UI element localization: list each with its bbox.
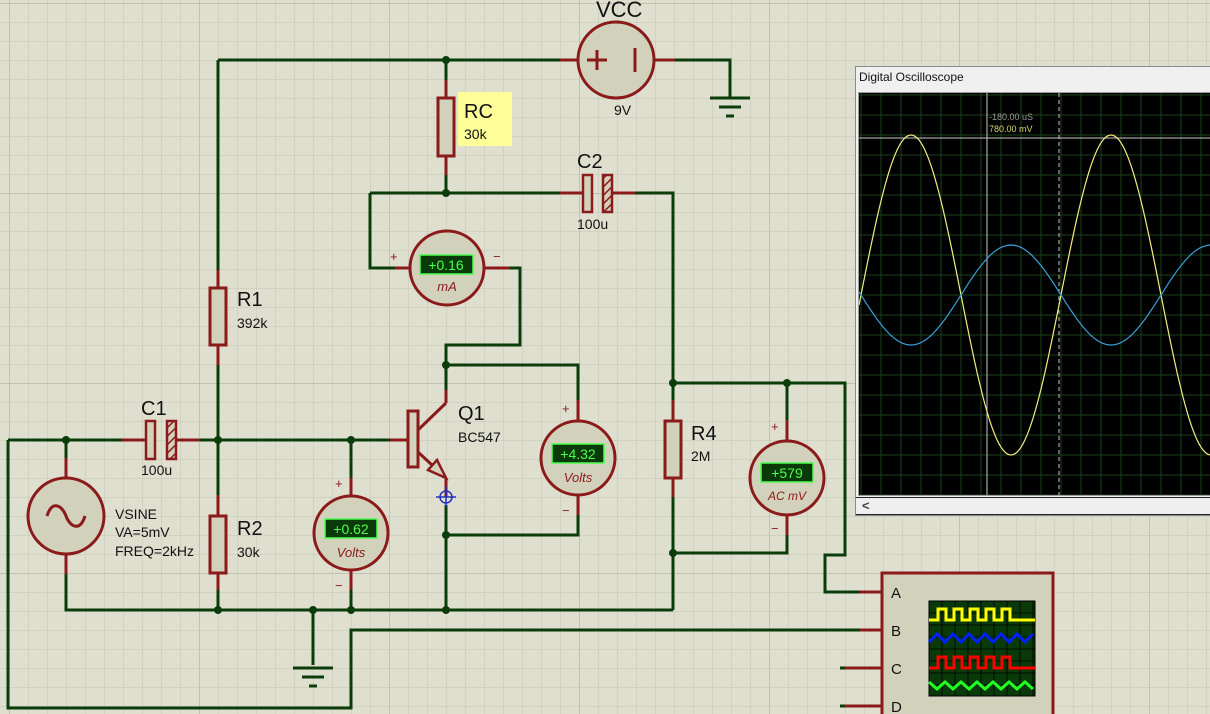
vce-unit: Volts (564, 470, 593, 485)
icon-trace-yellow (929, 607, 1035, 622)
scope-channel-d: D (891, 699, 902, 714)
vac-unit: AC mV (767, 489, 807, 503)
icon-trace-red (929, 655, 1035, 670)
oscilloscope-grid (859, 93, 1210, 496)
vbe-unit: Volts (337, 545, 366, 560)
c2-value: 100u (577, 216, 608, 232)
resistor-r4[interactable]: R4 2M (663, 400, 717, 497)
oscilloscope-title: Digital Oscilloscope (859, 70, 964, 84)
vcc-battery[interactable]: VCC 9V (560, 0, 675, 118)
ammeter-reading: +0.16 (428, 257, 464, 273)
oscilloscope-scrollbar[interactable]: < (856, 497, 1210, 515)
transistor-q1[interactable]: Q1 BC547 (390, 390, 501, 497)
ammeter-collector[interactable]: +0.16 mA + − (390, 229, 510, 307)
vac-reading: +579 (771, 465, 803, 481)
oscilloscope-screen[interactable]: -180.00 uS 780.00 mV (858, 92, 1210, 496)
vbe-minus: − (335, 578, 343, 593)
vac-plus: + (771, 419, 779, 434)
r1-label: R1 (237, 289, 263, 311)
q1-value: BC547 (458, 429, 501, 445)
r2-value: 30k (237, 544, 261, 560)
trace-channel-a (858, 134, 1210, 456)
vce-minus: − (562, 503, 570, 518)
cursor-voltage-readout: 780.00 mV (989, 124, 1033, 134)
ammeter-plus: + (390, 249, 398, 264)
ammeter-minus: − (493, 249, 501, 264)
vbe-plus: + (335, 476, 343, 491)
trace-channel-b (858, 244, 1210, 346)
sine-icon (45, 504, 87, 528)
oscilloscope-window[interactable]: Digital Oscilloscope -180.00 uS 780.00 m… (855, 66, 1210, 516)
vce-reading: +4.32 (560, 446, 596, 462)
scroll-left-arrow-icon[interactable]: < (862, 498, 870, 513)
vsine-amplitude: VA=5mV (115, 524, 170, 540)
scope-channel-c: C (891, 661, 902, 678)
ground-symbol-main (293, 666, 333, 688)
resistor-rc[interactable]: RC 30k (436, 80, 512, 175)
vsine-source[interactable]: VSINE VA=5mV FREQ=2kHz (26, 458, 194, 574)
vbe-reading: +0.62 (333, 521, 369, 537)
vce-plus: + (562, 401, 570, 416)
q1-label: Q1 (458, 403, 485, 425)
r1-value: 392k (237, 315, 268, 331)
c1-value: 100u (141, 462, 172, 478)
rc-label: RC (464, 101, 493, 123)
icon-trace-blue (927, 631, 1035, 645)
r2-label: R2 (237, 518, 263, 540)
cursor-time-readout: -180.00 uS (989, 112, 1033, 122)
resistor-r1[interactable]: R1 392k (208, 270, 268, 365)
scope-channel-a: A (891, 585, 901, 602)
vsine-label: VSINE (115, 506, 157, 522)
scope-icon-screen (927, 600, 1036, 697)
c1-label: C1 (141, 398, 167, 420)
icon-trace-green (928, 680, 1034, 691)
capacitor-c1[interactable]: C1 100u (122, 398, 200, 478)
rc-value: 30k (464, 126, 488, 142)
voltmeter-base[interactable]: +0.62 Volts + − (312, 476, 390, 593)
r4-value: 2M (691, 448, 710, 464)
resistor-r2[interactable]: R2 30k (208, 495, 263, 590)
ground-symbol-vcc (710, 96, 750, 118)
scope-channel-b: B (891, 623, 901, 640)
vcc-value: 9V (614, 102, 632, 118)
c2-label: C2 (577, 151, 603, 173)
oscilloscope-plot: -180.00 uS 780.00 mV (858, 93, 1210, 496)
capacitor-c2[interactable]: C2 100u (560, 151, 635, 232)
voltmeter-ac-output[interactable]: +579 AC mV + − (748, 419, 826, 536)
r4-label: R4 (691, 423, 717, 445)
vac-minus: − (771, 521, 779, 536)
probe-crosshair-icon[interactable] (436, 487, 456, 507)
rc-highlight (458, 92, 512, 146)
junctions (62, 56, 791, 614)
voltmeter-collector[interactable]: +4.32 Volts + − (539, 400, 617, 518)
ammeter-unit: mA (437, 279, 457, 294)
vsine-frequency: FREQ=2kHz (115, 543, 194, 559)
oscilloscope-symbol[interactable]: A B C D (845, 571, 1055, 714)
vcc-label: VCC (596, 0, 643, 22)
